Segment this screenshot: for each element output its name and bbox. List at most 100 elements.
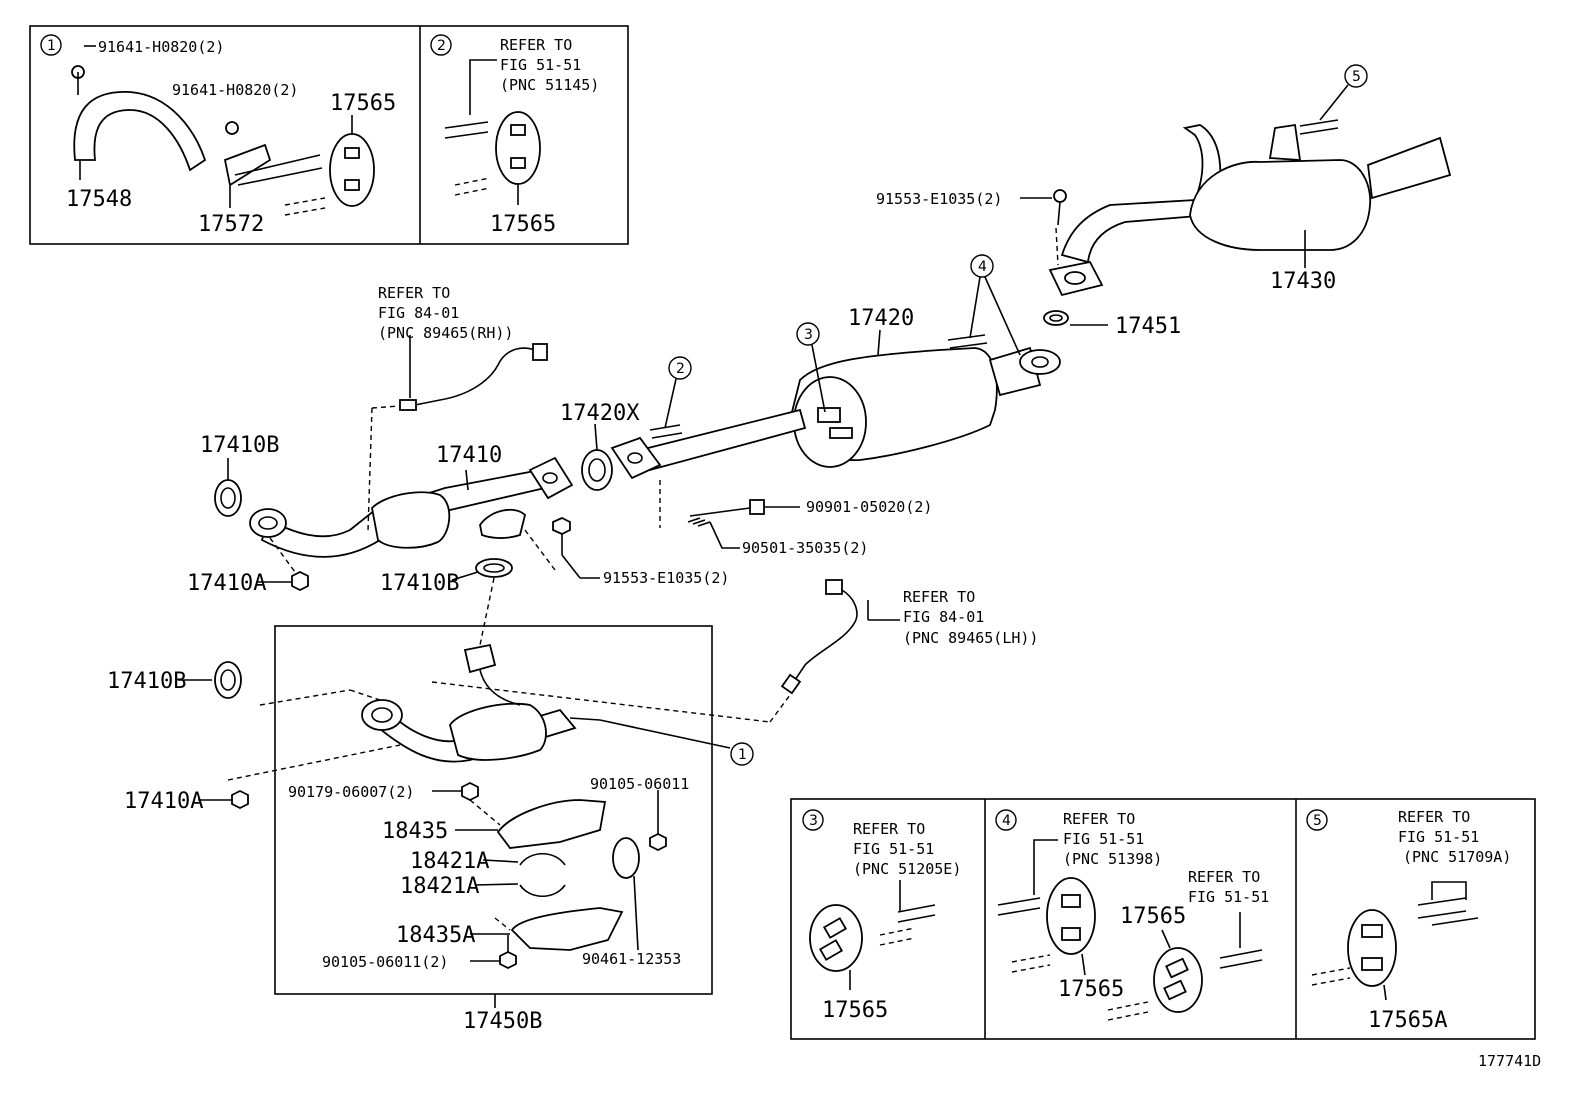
part-label-18421A-a: 18421A [410, 849, 489, 874]
hanger-17565-shape [1153, 947, 1203, 1013]
part-label-90179-06007: 90179-06007(2) [288, 783, 414, 801]
inset-box-5: 5 REFER TO FIG 51-51 (PNC 51709A) 17565A [1306, 808, 1511, 1033]
callout-1b-label: 1 [738, 747, 747, 763]
part-label-17565-box4a: 17565 [1058, 977, 1124, 1002]
inset-box-1: 1 91641-H0820(2) 91641-H0820(2) 17565 17… [40, 34, 396, 237]
tailpipe-17430: 5 17430 91553-E1035(2) [876, 64, 1452, 297]
part-label-17430: 17430 [1270, 269, 1336, 294]
part-label-90501-35035: 90501-35035(2) [742, 539, 868, 557]
nut-17410A-a: 17410A [187, 537, 309, 596]
front-pipe-17410: 17410 [249, 335, 574, 558]
gasket-17420X: 17420X [560, 401, 640, 491]
bolt-91553-mid: 91553-E1035(2) [524, 517, 729, 587]
part-label-91641-H0820-a: 91641-H0820(2) [98, 38, 224, 56]
assembly-box-17450B: 17450B 1 90179-06007(2) 18435 90105-0601… [227, 625, 791, 1034]
part-label-90105-06011-b: 90105-06011(2) [322, 953, 448, 971]
ref-box4a-line2: FIG 51-51 [1063, 830, 1144, 848]
part-label-17410A-b: 17410A [124, 789, 203, 814]
part-label-17420X: 17420X [560, 401, 640, 426]
hanger-17565A-shape [1347, 909, 1397, 987]
part-label-91641-H0820-b: 91641-H0820(2) [172, 81, 298, 99]
outlet-flange [1019, 349, 1061, 375]
callout-4b-label: 4 [1002, 813, 1011, 829]
heat-shield-18435 [496, 799, 607, 849]
ref-lh-line1: REFER TO [903, 588, 975, 606]
callout-5b-label: 5 [1313, 813, 1322, 829]
inset-box-2: 2 REFER TO FIG 51-51 (PNC 51145) 17565 [430, 34, 599, 237]
callout-5-label: 5 [1352, 69, 1361, 85]
ref-rh-line1: REFER TO [378, 284, 450, 302]
tailpipe-bend [1060, 124, 1222, 264]
ref-box4a-line3: (PNC 51398) [1063, 850, 1162, 868]
pipe-flange [528, 456, 574, 500]
inset-box-3-4-5 [790, 798, 1536, 1040]
part-label-17450B: 17450B [463, 1009, 542, 1034]
part-label-17572: 17572 [198, 212, 264, 237]
part-label-91553-E1035-mid: 91553-E1035(2) [603, 569, 729, 587]
gasket-17451: 17451 [1043, 310, 1181, 339]
intermediate-pipe: 2 [610, 356, 807, 480]
ref-box4b-line1: REFER TO [1188, 868, 1260, 886]
gasket-17410B-c: 17410B [107, 661, 242, 699]
part-label-17565-box1: 17565 [330, 91, 396, 116]
ref-lh-line2: FIG 84-01 [903, 608, 984, 626]
flange-lh [361, 699, 403, 731]
callout-4-label: 4 [978, 259, 987, 275]
part-label-17410: 17410 [436, 443, 502, 468]
pipe-flange [610, 436, 662, 480]
part-label-17565-box2: 17565 [490, 212, 556, 237]
ref-box4a-line1: REFER TO [1063, 810, 1135, 828]
bolt-icon [225, 121, 239, 135]
inset-box-1-2 [29, 25, 629, 245]
nut-17410A-b: 17410A [124, 789, 249, 814]
ref-rh-line2: FIG 84-01 [378, 304, 459, 322]
part-label-18421A-b: 18421A [400, 874, 479, 899]
tail-outlet [1367, 136, 1452, 200]
catalytic-converter-shape [1189, 159, 1372, 251]
ref-box3-line2: FIG 51-51 [853, 840, 934, 858]
catalyst-lh [449, 702, 547, 761]
part-label-18435A: 18435A [396, 923, 475, 948]
bolt-icon [1053, 189, 1067, 203]
part-label-90901-05020: 90901-05020(2) [806, 498, 932, 516]
part-label-17410B-c: 17410B [107, 669, 186, 694]
callout-1-label: 1 [47, 38, 56, 54]
ref-box2-line1: REFER TO [500, 36, 572, 54]
part-label-17565-box3: 17565 [822, 998, 888, 1023]
ref-box5-line2: FIG 51-51 [1398, 828, 1479, 846]
bracket-17572-shape [223, 143, 272, 187]
part-label-17565-box4b: 17565 [1120, 904, 1186, 929]
inset-box-3: 3 REFER TO FIG 51-51 (PNC 51205E) 17565 [802, 809, 961, 1023]
gasket-17410B-b: 17410B [380, 558, 513, 646]
ref-box5-line1: REFER TO [1398, 808, 1470, 826]
hanger-17565-shape [1046, 877, 1096, 955]
band-clamp [612, 837, 640, 879]
heat-shield-18435A [510, 907, 624, 951]
gasket-17410B-a: 17410B [200, 433, 279, 517]
part-label-17420: 17420 [848, 306, 914, 331]
hanger-17565-shape [495, 111, 541, 185]
hanger-17565-shape [809, 904, 863, 972]
front-flange [249, 508, 287, 538]
ref-box3-line1: REFER TO [853, 820, 925, 838]
diagram-id: 177741D [1478, 1052, 1541, 1070]
callout-2b-label: 2 [676, 361, 685, 377]
part-label-18435: 18435 [382, 819, 448, 844]
ref-box2-line2: FIG 51-51 [500, 56, 581, 74]
part-label-91553-E1035-top: 91553-E1035(2) [876, 190, 1002, 208]
ref-rh-line3: (PNC 89465(RH)) [378, 324, 513, 342]
part-label-17410B-b: 17410B [380, 571, 459, 596]
callout-3-label: 3 [804, 327, 813, 343]
ref-lh-line3: (PNC 89465(LH)) [903, 629, 1038, 647]
part-label-17565A: 17565A [1368, 1008, 1447, 1033]
callout-3b-label: 3 [809, 813, 818, 829]
hanger-17565-shape [329, 133, 375, 207]
part-label-17410A-a: 17410A [187, 571, 266, 596]
callout-2-label: 2 [437, 38, 446, 54]
part-label-17451: 17451 [1115, 314, 1181, 339]
ref-box4b-line2: FIG 51-51 [1188, 888, 1269, 906]
bracket-17548-shape [73, 91, 207, 172]
part-label-17410B-a: 17410B [200, 433, 279, 458]
part-label-17548: 17548 [66, 187, 132, 212]
